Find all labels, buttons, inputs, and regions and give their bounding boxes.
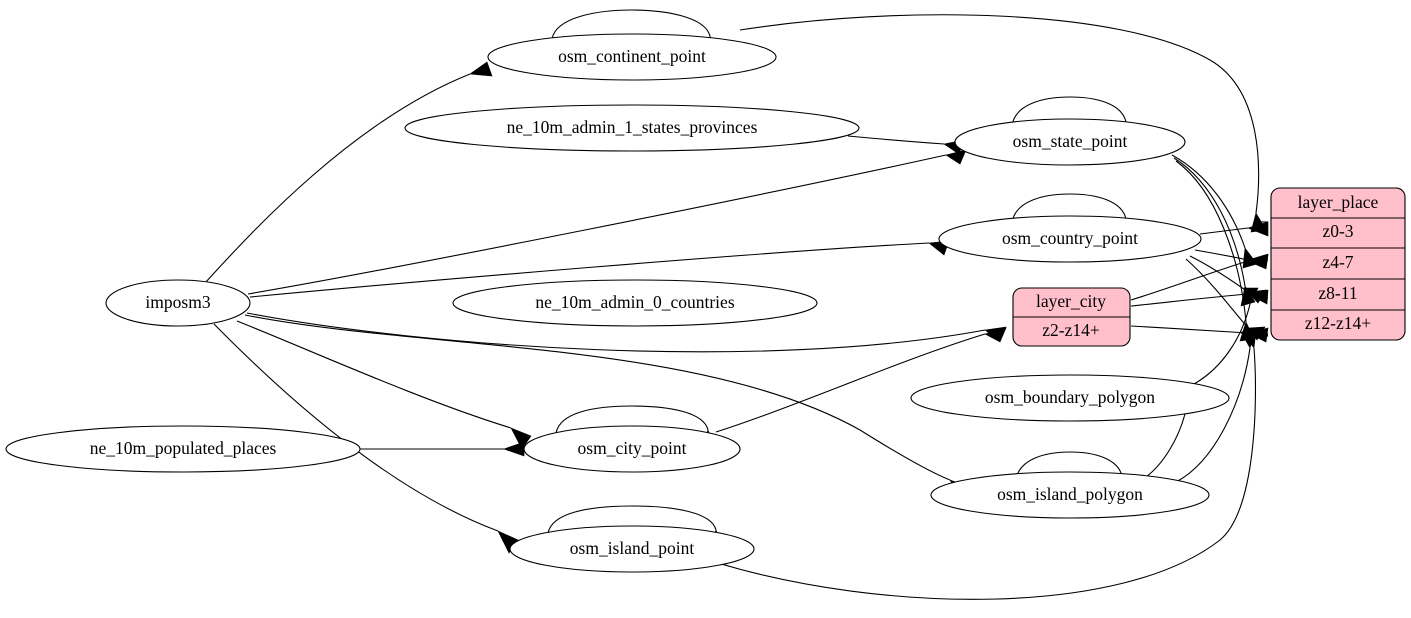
edge-selfloop-osm_continent_point [551, 9, 711, 40]
node-ne_10m_populated_places-label: ne_10m_populated_places [90, 438, 277, 458]
node-osm_island_point-label: osm_island_point [570, 538, 695, 558]
edge-imposm3-to-osm_island_polygon [244, 314, 951, 481]
node-osm_boundary_polygon[interactable]: osm_boundary_polygon [910, 374, 1230, 422]
edge-osm_continent_point-to-layer_place-z0 [739, 14, 1260, 214]
arrow-imposm3-to-osm_continent_point [469, 61, 493, 77]
arrow-osm_boundary_polygon-to-layer_place-z8 [1243, 287, 1259, 305]
node-osm_continent_point-label: osm_continent_point [558, 46, 706, 66]
record-layer_place-row-z0: z0-3 [1322, 221, 1353, 241]
arrow-ne_10m_populated_places-to-osm_city_point [503, 441, 525, 457]
arrow-imposm3-to-osm_city_point [510, 427, 532, 450]
edge-imposm3-to-osm_continent_point [204, 73, 471, 284]
node-osm_continent_point[interactable]: osm_continent_point [487, 33, 777, 81]
node-ne_10m_admin_0_countries-label: ne_10m_admin_0_countries [535, 292, 734, 312]
edge-osm_country_point-to-layer_place-z4 [1194, 249, 1249, 261]
node-layer: imposm3 ne_10m_populated_places osm_cont… [5, 33, 1230, 573]
node-osm_state_point-label: osm_state_point [1013, 131, 1128, 151]
record-layer_city-title: layer_city [1036, 291, 1106, 311]
record-layer_city[interactable]: layer_city z2-z14+ [1012, 287, 1131, 347]
edge-layer_city-to-layer_place-z4 [1130, 260, 1249, 301]
edge-osm_boundary_polygon-to-layer_place-z8 [1193, 303, 1251, 385]
edge-layer_city-to-layer_place-z12 [1130, 325, 1249, 334]
node-imposm3-label: imposm3 [145, 292, 210, 312]
node-osm_country_point[interactable]: osm_country_point [938, 215, 1202, 263]
edge-selfloop-osm_island_point [547, 505, 717, 534]
arrow-imposm3-to-osm_state_point [945, 149, 967, 165]
edge-imposm3-to-layer_city [246, 312, 986, 353]
edge-selfloop-osm_state_point [1011, 96, 1127, 126]
arrow-osm_city_point-to-layer_city [984, 327, 1007, 343]
record-layer_place-row-z4: z4-7 [1322, 252, 1353, 272]
edge-osm_country_point-to-layer_place-z0 [1199, 227, 1249, 235]
edge-imposm3-to-osm_city_point [236, 320, 512, 429]
edge-osm_island_point-to-layer_place-z12 [717, 347, 1257, 600]
edge-selfloop-osm_country_point [1011, 193, 1127, 223]
edge-imposm3-to-osm_island_point [213, 323, 499, 532]
edge-osm_country_point-to-layer_place-z12 [1185, 258, 1249, 329]
node-ne_10m_admin_1_states_provinces[interactable]: ne_10m_admin_1_states_provinces [404, 104, 860, 152]
node-osm_island_polygon-label: osm_island_polygon [997, 484, 1143, 504]
record-layer_place-row-z8: z8-11 [1318, 283, 1357, 303]
node-imposm3[interactable]: imposm3 [105, 279, 251, 327]
arrow-osm_island_point-to-layer_place-z12 [1241, 330, 1257, 349]
node-ne_10m_populated_places[interactable]: ne_10m_populated_places [5, 425, 361, 473]
node-osm_state_point[interactable]: osm_state_point [954, 118, 1186, 166]
edge-osm_state_point-to-layer_place-z12 [1175, 160, 1247, 323]
node-osm_city_point[interactable]: osm_city_point [523, 425, 741, 473]
record-layer_city-row-z2: z2-z14+ [1042, 320, 1100, 340]
record-layer: layer_city z2-z14+ layer_place z0-3 z4-7… [1012, 187, 1406, 347]
edge-selfloop-osm_island_polygon [1015, 451, 1123, 480]
node-osm_country_point-label: osm_country_point [1002, 228, 1138, 248]
arrow-osm_country_point-to-layer_place-z0 [1247, 221, 1269, 237]
edge-imposm3-to-osm_state_point [247, 154, 947, 295]
record-layer_place[interactable]: layer_place z0-3 z4-7 z8-11 z12-z14+ [1270, 187, 1406, 341]
arrow-layer_city-to-layer_place-z4 [1247, 254, 1269, 270]
edge-osm_island_polygon-to-layer_place-z12 [1175, 347, 1251, 483]
record-layer_place-title: layer_place [1298, 192, 1379, 212]
edge-osm_city_point-to-layer_city [715, 333, 986, 433]
edge-osm_boundary_polygon-to-osm_island_polygon [1145, 413, 1186, 478]
record-layer_place-row-z12: z12-z14+ [1305, 313, 1371, 333]
edge-selfloop-osm_city_point [555, 405, 709, 434]
node-osm_city_point-label: osm_city_point [578, 438, 687, 458]
edge-osm_country_point-to-layer_place-z8 [1189, 255, 1249, 293]
edge-layer_city-to-layer_place-z8 [1130, 293, 1249, 307]
node-osm_island_point[interactable]: osm_island_point [509, 525, 755, 573]
node-ne_10m_admin_1_states_provinces-label: ne_10m_admin_1_states_provinces [507, 117, 758, 137]
edge-osm_state_point-to-layer_place-z4 [1171, 154, 1246, 249]
node-osm_boundary_polygon-label: osm_boundary_polygon [985, 387, 1155, 407]
edge-ne_10m_admin_1_states_provinces-to-osm_state_point [847, 135, 945, 145]
edge-osm_state_point-to-layer_place-z8 [1173, 157, 1246, 287]
node-ne_10m_admin_0_countries[interactable]: ne_10m_admin_0_countries [452, 279, 818, 327]
edge-imposm3-to-osm_country_point [249, 242, 930, 298]
node-osm_island_polygon[interactable]: osm_island_polygon [930, 471, 1210, 519]
